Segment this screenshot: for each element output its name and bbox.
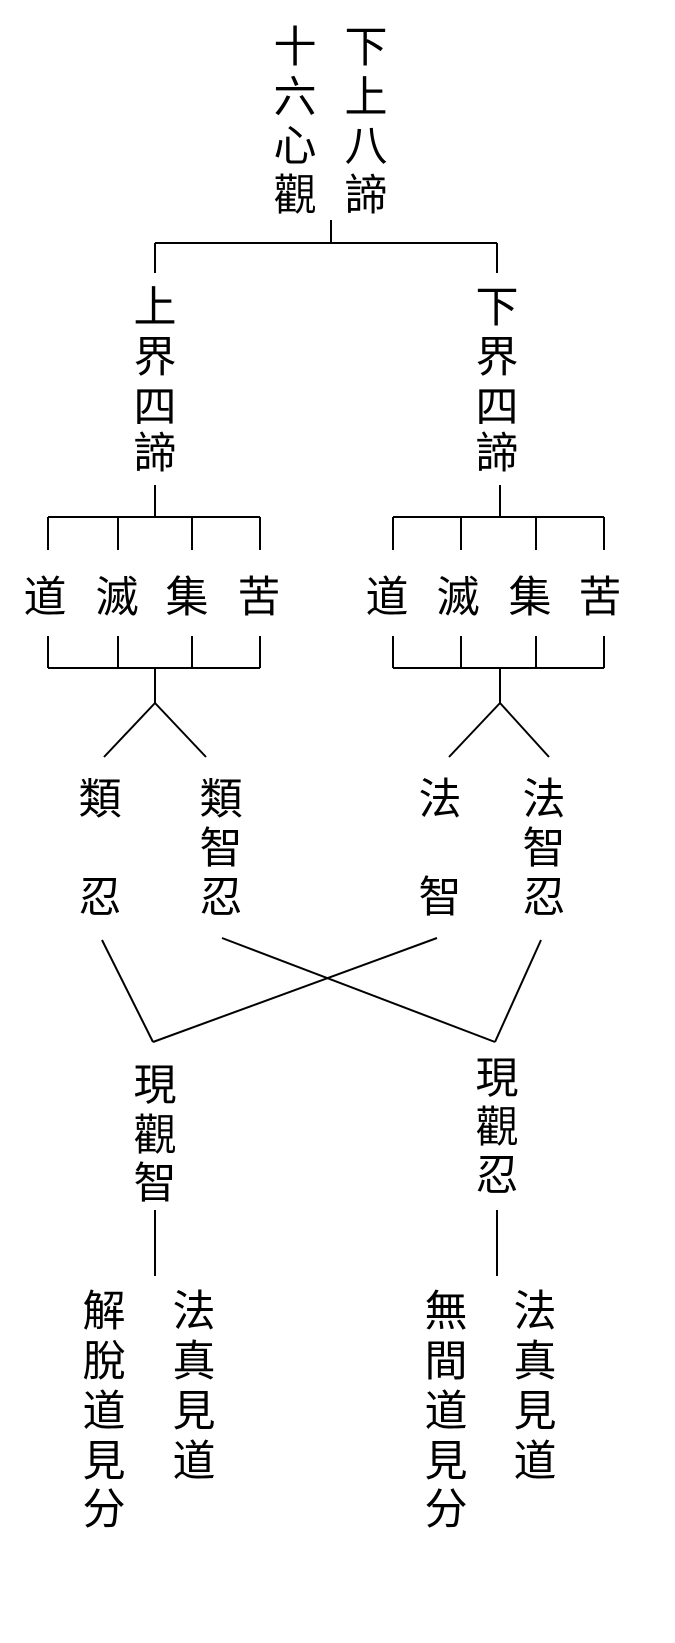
upper-realm-title-char: 界 bbox=[134, 333, 177, 383]
root-col-right-char: 諦 bbox=[345, 171, 388, 221]
root-col-right-char: 下 bbox=[345, 23, 388, 73]
liberation-path-char: 脫 bbox=[83, 1337, 126, 1387]
root-col-left-char: 心 bbox=[274, 122, 317, 172]
true-seeing-char: 真 bbox=[514, 1337, 557, 1387]
liberation-path-char: 分 bbox=[83, 1485, 126, 1535]
liberation-path-char: 解 bbox=[83, 1287, 126, 1337]
lower-realm-title-char: 諦 bbox=[476, 429, 519, 479]
upper-top-bracket bbox=[47, 485, 261, 550]
lower-realm-title-char: 四 bbox=[476, 383, 519, 433]
right-pair-stack-char: 法 bbox=[523, 775, 566, 825]
root-label: 十 六 心 觀 下 上 八 諦 bbox=[274, 23, 388, 221]
lower-top-bracket bbox=[392, 485, 605, 550]
lower-truth-cessation: 滅 bbox=[437, 573, 480, 623]
patience-char: 忍 bbox=[476, 1151, 519, 1201]
true-seeing-char: 法 bbox=[514, 1287, 557, 1337]
patience-char: 現 bbox=[476, 1054, 519, 1104]
lower-truths: 道 滅 集 苦 bbox=[366, 573, 622, 623]
cross-connectors bbox=[101, 937, 542, 1043]
true-seeing-column-left: 法 真 見 道 bbox=[173, 1287, 216, 1487]
root-col-left-char: 觀 bbox=[274, 171, 317, 221]
root-col-left: 十 六 心 觀 bbox=[274, 23, 317, 221]
left-pair: 類 忍 類 智 忍 bbox=[79, 775, 243, 923]
left-pair-stack-char: 類 bbox=[200, 775, 243, 825]
lower-truth-suffering: 苦 bbox=[579, 573, 622, 623]
direct-realization-patience: 現 觀 忍 bbox=[476, 1054, 519, 1201]
root-col-right-char: 上 bbox=[345, 73, 388, 123]
upper-bottom-bracket bbox=[47, 636, 261, 758]
uninterrupted-path-char: 分 bbox=[425, 1485, 468, 1535]
uninterrupted-path-char: 道 bbox=[425, 1387, 468, 1437]
right-pair-stack-char: 忍 bbox=[523, 873, 566, 923]
root-col-right: 下 上 八 諦 bbox=[345, 23, 388, 221]
right-pair-bottom-char: 智 bbox=[419, 873, 462, 923]
upper-realm-title-char: 四 bbox=[134, 383, 177, 433]
liberation-path-char: 道 bbox=[83, 1387, 126, 1437]
patience-char: 觀 bbox=[476, 1103, 519, 1153]
lower-bottom-bracket bbox=[392, 636, 605, 758]
liberation-path-column: 解 脫 道 見 分 bbox=[83, 1287, 126, 1535]
wisdom-char: 現 bbox=[134, 1061, 177, 1111]
right-pair: 法 智 法 智 忍 bbox=[419, 775, 566, 923]
upper-truth-cessation: 滅 bbox=[96, 573, 139, 623]
true-seeing-char: 見 bbox=[173, 1387, 216, 1437]
lower-truth-path: 道 bbox=[366, 573, 409, 623]
root-col-left-char: 十 bbox=[274, 23, 317, 73]
upper-realm-title-char: 諦 bbox=[134, 429, 177, 479]
direct-realization-wisdom: 現 觀 智 bbox=[134, 1061, 177, 1209]
upper-truth-path: 道 bbox=[24, 573, 67, 623]
lower-truth-origin: 集 bbox=[509, 573, 552, 623]
root-bracket bbox=[154, 220, 498, 273]
liberation-path-char: 見 bbox=[83, 1437, 126, 1487]
upper-realm-title: 上 界 四 諦 bbox=[134, 283, 177, 479]
true-seeing-column-right: 法 真 見 道 bbox=[514, 1287, 557, 1487]
uninterrupted-path-char: 間 bbox=[425, 1337, 468, 1387]
upper-truth-suffering: 苦 bbox=[238, 573, 281, 623]
upper-truth-origin: 集 bbox=[166, 573, 209, 623]
true-seeing-char: 道 bbox=[173, 1437, 216, 1487]
upper-realm-title-char: 上 bbox=[134, 283, 177, 333]
wisdom-char: 觀 bbox=[134, 1111, 177, 1161]
right-pair-stack-char: 智 bbox=[523, 824, 566, 874]
root-col-left-char: 六 bbox=[274, 73, 317, 123]
uninterrupted-path-char: 見 bbox=[425, 1437, 468, 1487]
upper-truths: 道 滅 集 苦 bbox=[24, 573, 281, 623]
left-pair-top-char: 類 bbox=[79, 775, 122, 825]
true-seeing-char: 見 bbox=[514, 1387, 557, 1437]
true-seeing-char: 真 bbox=[173, 1337, 216, 1387]
wisdom-char: 智 bbox=[134, 1159, 177, 1209]
left-pair-bottom-char: 忍 bbox=[79, 873, 122, 923]
lower-realm-title: 下 界 四 諦 bbox=[476, 283, 519, 479]
right-pair-top-char: 法 bbox=[419, 775, 462, 825]
root-col-right-char: 八 bbox=[345, 122, 388, 172]
left-pair-stack-char: 智 bbox=[200, 824, 243, 874]
uninterrupted-path-column: 無 間 道 見 分 bbox=[425, 1287, 468, 1535]
uninterrupted-path-char: 無 bbox=[425, 1287, 468, 1337]
true-seeing-char: 法 bbox=[173, 1287, 216, 1337]
true-seeing-char: 道 bbox=[514, 1437, 557, 1487]
left-pair-stack-char: 忍 bbox=[200, 873, 243, 923]
lower-realm-title-char: 下 bbox=[476, 283, 519, 333]
lower-realm-title-char: 界 bbox=[476, 333, 519, 383]
